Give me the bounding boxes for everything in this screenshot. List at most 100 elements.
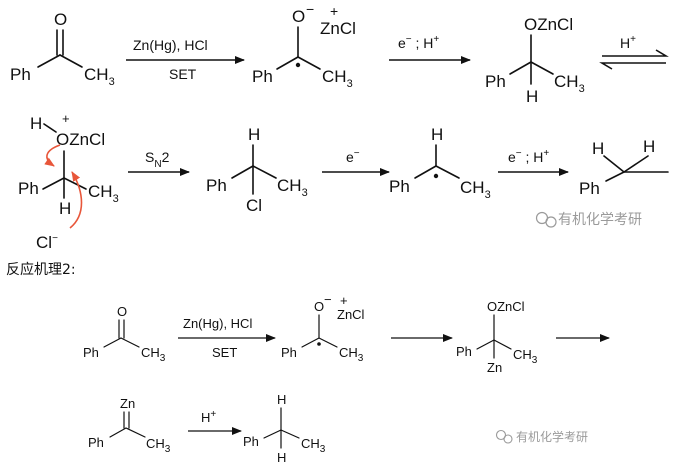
c-ch3-bond — [280, 429, 300, 439]
hydrogen-label: H — [526, 87, 538, 106]
radical-dot — [295, 62, 301, 68]
phenyl-label: Ph — [18, 179, 39, 198]
equilibrium-arrow: H+ — [599, 34, 669, 70]
minus-charge: − — [324, 292, 332, 307]
c-ch3-bond — [297, 56, 321, 70]
methyl-label: CH3 — [88, 182, 119, 205]
hydrogen-label: H — [431, 125, 443, 144]
phenyl-label: Ph — [10, 65, 31, 84]
oxygen-label: O — [292, 7, 305, 26]
zinc-carbenoid-molecule: Zn Ph CH3 — [88, 396, 171, 455]
watermark-2: 有机化学考研 — [495, 429, 588, 444]
ketyl-radical-molecule-2: O − + ZnCl Ph CH3 — [281, 292, 365, 364]
protonation-arrow: H+ — [188, 409, 242, 435]
methyl-label: CH3 — [322, 67, 353, 90]
reaction-arrow-2: e− ; H+ — [389, 34, 471, 64]
ozncl-label: OZnCl — [56, 130, 105, 149]
arrow3-reagent-label: Zn(Hg), HCl — [183, 316, 252, 331]
hydrogen-label-2: H — [643, 137, 655, 156]
methyl-label: CH3 — [84, 65, 115, 88]
phenyl-label: Ph — [243, 434, 259, 449]
hydrogen-label-1: H — [277, 392, 286, 407]
ph-c-bond — [37, 54, 61, 68]
radical-dot — [433, 173, 439, 179]
chloride-label: Cl− — [36, 233, 58, 252]
ozncl-label: OZnCl — [487, 299, 525, 314]
oxonium-plus-charge: + — [62, 111, 70, 126]
c-ch3-bond — [435, 165, 460, 179]
c-h-bond-2 — [623, 155, 649, 173]
watermark-logo-icon — [495, 429, 513, 444]
methyl-label: CH3 — [460, 178, 491, 201]
c-ch3-bond — [252, 165, 277, 179]
h-o-bond — [43, 123, 57, 133]
ethylbenzene-molecule-1: H H Ph — [579, 137, 669, 198]
c-ch3-bond — [125, 427, 146, 438]
ph-c-bond — [476, 339, 495, 350]
plus-charge: + — [330, 3, 338, 19]
organozinc-intermediate-molecule: OZnCl Ph CH3 Zn — [456, 299, 538, 375]
zinc-label: Zn — [120, 396, 135, 411]
watermark-text: 有机化学考研 — [558, 212, 642, 228]
watermark-1: 有机化学考研 — [535, 211, 642, 228]
zinc-label: Zn — [487, 360, 502, 375]
hydrogen-label: H — [248, 125, 260, 144]
ph-c-bond — [109, 427, 127, 438]
section-title: 反应机理2: — [6, 261, 76, 278]
oxygen-label: O — [314, 299, 324, 314]
ph-c-bond — [414, 165, 437, 179]
c-ch3-bond — [63, 177, 87, 190]
arrow2-label: e− ; H+ — [398, 34, 439, 51]
sn2-label: SN2 — [145, 149, 170, 170]
equilibrium-reagent-label: H+ — [620, 34, 636, 51]
electron-label: e− — [346, 148, 360, 165]
acetophenone-molecule: O Ph CH3 — [10, 10, 115, 88]
c-h-bond-1 — [603, 155, 625, 173]
watermark-text: 有机化学考研 — [516, 429, 588, 444]
arrow1-condition-label: SET — [169, 66, 197, 82]
equilibrium-forward-half — [602, 49, 669, 57]
proton-label: H+ — [201, 409, 216, 425]
carbonyl-oxygen-label: O — [117, 304, 127, 319]
equilibrium-reverse-half — [599, 62, 666, 70]
plus-charge: + — [340, 293, 348, 308]
sn2-arrow: SN2 — [128, 149, 190, 176]
phenyl-label: Ph — [83, 345, 99, 360]
radical-dot — [317, 342, 321, 346]
acetophenone-molecule-2: O Ph CH3 — [83, 304, 166, 364]
c-ch3-bond — [530, 61, 554, 75]
curved-arrow-electron-push-1 — [44, 144, 61, 167]
hydrogen-label: H — [59, 199, 71, 218]
arrow3-condition-label: SET — [212, 345, 237, 360]
ozncl-label: OZnCl — [524, 15, 573, 34]
methyl-label: CH3 — [339, 345, 364, 364]
reaction-arrow-3: Zn(Hg), HCl SET — [178, 316, 276, 360]
ph-c-bond — [605, 171, 625, 182]
ph-c-bond — [263, 429, 282, 439]
watermark-logo-icon — [535, 211, 557, 228]
c-ch3-bond — [120, 337, 140, 348]
methyl-label: CH3 — [301, 436, 326, 455]
phenyl-label: Ph — [206, 176, 227, 195]
ethylbenzene-molecule-2: H Ph CH3 H — [243, 392, 326, 465]
c-ch3-bond — [318, 337, 338, 348]
reaction-arrow-1: Zn(Hg), HCl SET — [126, 37, 245, 82]
methyl-label: CH3 — [277, 176, 308, 199]
phenyl-label: Ph — [579, 179, 600, 198]
zncl-label: ZnCl — [337, 307, 365, 322]
alkoxide-zncl-molecule: OZnCl Ph H CH3 — [485, 15, 585, 106]
methyl-label: CH3 — [141, 345, 166, 364]
methyl-label: CH3 — [513, 347, 538, 366]
c-ch3-bond — [59, 54, 83, 68]
hydrogen-label-1: H — [592, 139, 604, 158]
phenyl-label: Ph — [389, 177, 410, 196]
phenyl-label: Ph — [456, 344, 472, 359]
electron-transfer-arrow: e− — [322, 148, 390, 176]
ph-c-bond — [42, 177, 65, 190]
phenyl-label: Ph — [252, 67, 273, 86]
ketyl-radical-molecule: O − + ZnCl Ph CH3 — [252, 1, 356, 90]
phenyl-label: Ph — [485, 72, 506, 91]
oh-hydrogen-label: H — [30, 114, 42, 133]
ph-c-bond — [231, 165, 254, 179]
